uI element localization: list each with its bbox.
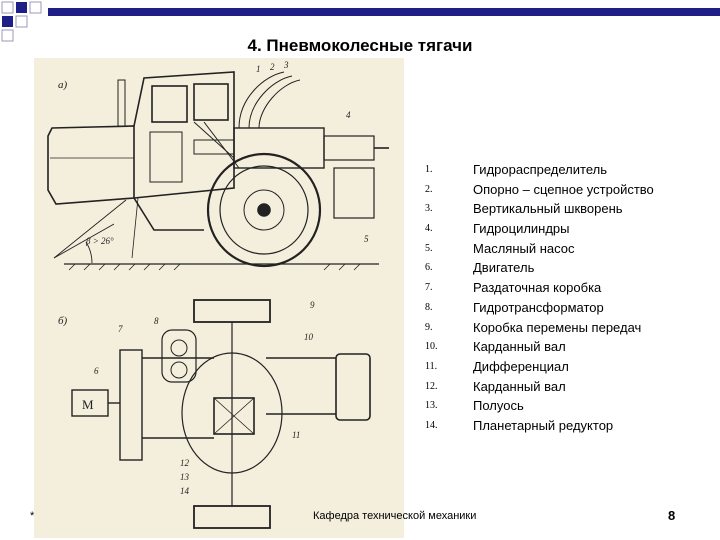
legend-text: Полуось <box>473 398 524 414</box>
legend-number: 7. <box>425 282 433 294</box>
callout-6: 6 <box>94 366 99 376</box>
slide-title: 4. Пневмоколесные тягачи <box>247 36 473 55</box>
legend-number: 5. <box>425 242 433 254</box>
legend-number: 12. <box>425 380 438 392</box>
legend-number: 14. <box>425 419 438 431</box>
footer-marker: * <box>30 510 35 522</box>
angle-label: β > 26° <box>85 236 114 246</box>
callout-3: 3 <box>283 60 289 70</box>
legend-text: Двигатель <box>473 260 535 276</box>
legend-text: Карданный вал <box>473 378 566 394</box>
legend-number: 6. <box>425 262 433 274</box>
legend-text: Коробка перемены передач <box>473 319 642 335</box>
callout-8: 8 <box>154 316 159 326</box>
callout-12: 12 <box>180 458 190 468</box>
transmission-schematic <box>71 299 371 529</box>
tractor-side-view <box>47 71 389 271</box>
callout-7: 7 <box>118 324 123 334</box>
legend-text: Карданный вал <box>473 339 566 355</box>
top-accent-bar <box>48 8 720 16</box>
callout-9: 9 <box>310 300 315 310</box>
legend-text: Гидротрансформатор <box>473 299 604 315</box>
legend-text: Масляный насос <box>473 240 575 256</box>
legend-number: 2. <box>425 183 433 195</box>
legend-number: 3. <box>425 203 433 215</box>
legend-text: Раздаточная коробка <box>473 280 602 296</box>
corner-squares-decoration <box>1 1 42 42</box>
callout-1: 1 <box>256 64 261 74</box>
callout-14: 14 <box>180 486 190 496</box>
legend-number: 13. <box>425 400 438 412</box>
page-number: 8 <box>668 508 676 523</box>
legend-text: Гидрораспределитель <box>473 162 607 177</box>
legend-number: 9. <box>425 321 433 333</box>
legend-number: 11. <box>425 360 438 372</box>
callout-4: 4 <box>346 110 351 120</box>
motor-label: М <box>82 397 94 412</box>
legend-number: 8. <box>425 301 433 313</box>
callout-13: 13 <box>180 472 190 482</box>
label-a: а) <box>58 79 68 91</box>
callout-10: 10 <box>304 332 314 342</box>
footer-department: Кафедра технической механики <box>313 510 477 522</box>
legend-text: Вертикальный шкворень <box>473 201 623 217</box>
callout-2: 2 <box>270 62 275 72</box>
callout-11: 11 <box>292 430 300 440</box>
legend-text: Дифференциал <box>473 358 569 374</box>
drawing-paper <box>34 58 404 538</box>
legend-text: Гидроцилиндры <box>473 221 570 237</box>
legend-text: Опорно – сцепное устройство <box>473 181 654 197</box>
callout-5: 5 <box>364 234 369 244</box>
legend-text: Планетарный редуктор <box>473 417 614 433</box>
tractor-diagram: а) β > 26° 1 2 3 4 5 б) М <box>34 58 404 538</box>
legend-number: 4. <box>425 223 433 235</box>
label-b: б) <box>58 315 68 327</box>
legend-number: 1. <box>425 164 433 175</box>
legend-number: 10. <box>425 341 438 353</box>
